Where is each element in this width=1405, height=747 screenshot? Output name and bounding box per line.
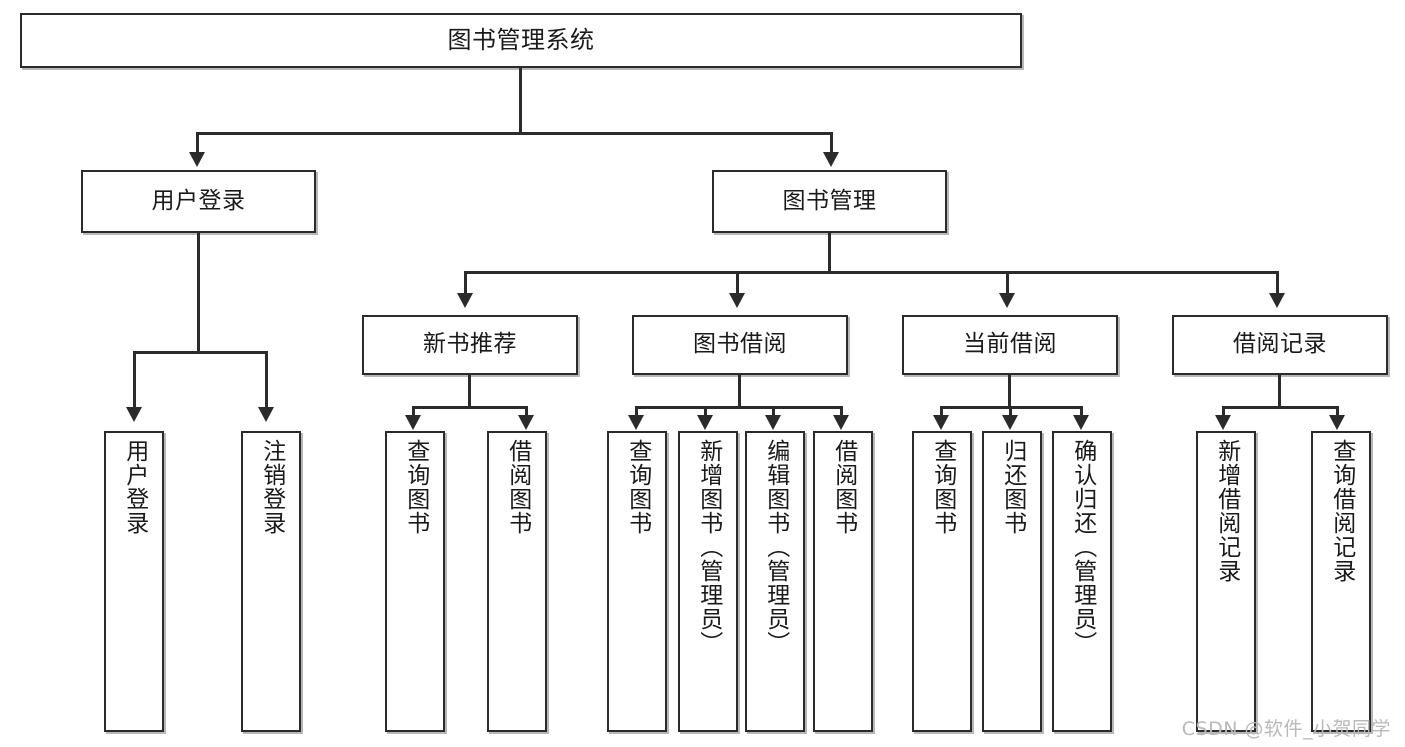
node-user-login[interactable]: 用户登录	[81, 170, 316, 233]
node-new-book-recommend-label: 新书推荐	[423, 331, 517, 358]
arrow-current-borrow	[999, 293, 1015, 308]
arrow-book-borrow	[729, 293, 745, 308]
node-leaf-query-book-2-label: 查询图书	[624, 439, 651, 535]
node-book-borrow-label: 图书借阅	[693, 331, 787, 358]
arrow-leaf-user-login	[126, 407, 142, 422]
arrow-query-record	[1329, 415, 1345, 430]
node-borrow-record[interactable]: 借阅记录	[1172, 315, 1388, 375]
connector-level3-bar	[464, 271, 1278, 274]
arrow-leaf-logout	[258, 407, 274, 422]
connector-drop-borrow-record	[1276, 271, 1279, 295]
node-leaf-borrow-book-2[interactable]: 借阅图书	[813, 431, 873, 732]
arrow-book-manage	[823, 152, 839, 167]
connector-drop-borrow-book-1	[525, 406, 528, 418]
connector-drop-edit-book	[772, 406, 775, 418]
connector-drop-leaf-user-login	[133, 351, 136, 409]
connector-drop-add-book	[704, 406, 707, 418]
node-leaf-query-book-3[interactable]: 查询图书	[912, 431, 972, 732]
node-leaf-query-record-label: 查询借阅记录	[1328, 439, 1355, 583]
node-leaf-add-book[interactable]: 新增图书（管理员）	[678, 431, 738, 732]
node-leaf-add-record[interactable]: 新增借阅记录	[1196, 431, 1256, 732]
node-new-book-recommend[interactable]: 新书推荐	[362, 315, 578, 375]
node-current-borrow[interactable]: 当前借阅	[902, 315, 1118, 375]
connector-drop-new-book-recommend	[464, 271, 467, 295]
node-leaf-query-book-1-label: 查询图书	[402, 439, 429, 535]
node-leaf-borrow-book-1[interactable]: 借阅图书	[487, 431, 547, 732]
node-leaf-user-login-label: 用户登录	[121, 439, 148, 535]
arrow-add-record	[1215, 415, 1231, 430]
node-leaf-add-record-label: 新增借阅记录	[1213, 439, 1240, 583]
arrow-query-book-1	[405, 415, 421, 430]
connector-drop-book-borrow	[736, 271, 739, 295]
arrow-borrow-record	[1269, 293, 1285, 308]
connector-drop-confirm-return	[1080, 406, 1083, 418]
connector-drop-book-manage	[830, 132, 833, 154]
connector-drop-user-login	[196, 132, 199, 154]
arrow-return-book	[1002, 415, 1018, 430]
node-leaf-borrow-book-2-label: 借阅图书	[830, 439, 857, 535]
node-user-login-label: 用户登录	[151, 187, 246, 214]
node-book-manage-label: 图书管理	[782, 187, 877, 214]
arrow-query-book-2	[628, 415, 644, 430]
node-leaf-edit-book-label: 编辑图书（管理员）	[762, 439, 789, 655]
node-leaf-logout-label: 注销登录	[258, 439, 285, 535]
node-root[interactable]: 图书管理系统	[20, 13, 1022, 68]
arrow-user-login	[189, 152, 205, 167]
connector-drop-query-record	[1336, 406, 1339, 418]
arrow-confirm-return	[1073, 415, 1089, 430]
node-leaf-logout[interactable]: 注销登录	[241, 431, 301, 732]
node-leaf-return-book[interactable]: 归还图书	[982, 431, 1042, 732]
connector-drop-leaf-logout	[265, 351, 268, 409]
connector-book-manage-stem	[828, 233, 831, 273]
node-borrow-record-label: 借阅记录	[1233, 331, 1327, 358]
node-leaf-add-book-label: 新增图书（管理员）	[695, 439, 722, 655]
node-root-label: 图书管理系统	[447, 26, 595, 55]
arrow-query-book-3	[933, 415, 949, 430]
connector-br-bar	[1222, 406, 1339, 409]
node-book-manage[interactable]: 图书管理	[712, 170, 947, 233]
node-leaf-confirm-return[interactable]: 确认归还（管理员）	[1052, 431, 1112, 732]
connector-br-stem	[1278, 375, 1281, 409]
connector-drop-add-record	[1222, 406, 1225, 418]
arrow-borrow-book-1	[518, 415, 534, 430]
node-leaf-query-record[interactable]: 查询借阅记录	[1311, 431, 1371, 732]
node-leaf-query-book-1[interactable]: 查询图书	[385, 431, 445, 732]
node-leaf-query-book-2[interactable]: 查询图书	[607, 431, 667, 732]
arrow-add-book	[697, 415, 713, 430]
node-leaf-edit-book[interactable]: 编辑图书（管理员）	[745, 431, 805, 732]
node-leaf-query-book-3-label: 查询图书	[929, 439, 956, 535]
connector-nbr-bar	[412, 406, 528, 409]
node-leaf-borrow-book-1-label: 借阅图书	[504, 439, 531, 535]
connector-bb-stem	[738, 375, 741, 409]
connector-drop-current-borrow	[1006, 271, 1009, 295]
connector-drop-query-book-3	[940, 406, 943, 418]
connector-root-stem	[519, 68, 522, 134]
arrow-edit-book	[765, 415, 781, 430]
node-leaf-return-book-label: 归还图书	[999, 439, 1026, 535]
connector-drop-borrow-book-2	[840, 406, 843, 418]
arrow-new-book-recommend	[457, 293, 473, 308]
node-book-borrow[interactable]: 图书借阅	[632, 315, 848, 375]
connector-bb-bar	[635, 406, 843, 409]
node-leaf-confirm-return-label: 确认归还（管理员）	[1069, 439, 1096, 655]
connector-user-login-bar	[133, 351, 268, 354]
connector-drop-return-book	[1009, 406, 1012, 418]
connector-cb-stem	[1008, 375, 1011, 409]
connector-nbr-stem	[468, 375, 471, 409]
connector-drop-query-book-1	[412, 406, 415, 418]
node-leaf-user-login[interactable]: 用户登录	[104, 431, 164, 732]
connector-user-login-stem	[197, 233, 200, 353]
node-current-borrow-label: 当前借阅	[963, 331, 1057, 358]
arrow-borrow-book-2	[833, 415, 849, 430]
connector-drop-query-book-2	[635, 406, 638, 418]
connector-level2-bar	[196, 132, 833, 135]
